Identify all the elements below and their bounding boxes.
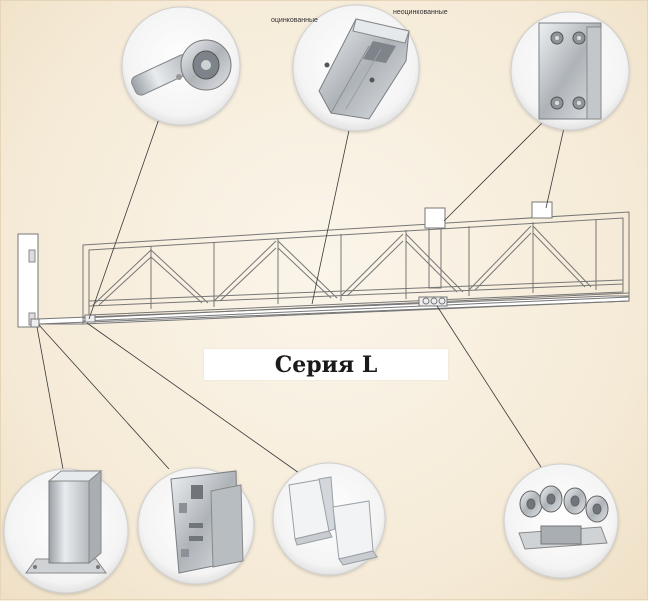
series-label-text: Серия L (274, 351, 378, 378)
galvanized-callout: оцинкованные (271, 17, 318, 24)
support-post-icon (3, 468, 129, 594)
guide-profile-icon (292, 4, 420, 132)
carriage-on-gate (418, 296, 448, 307)
left-post (17, 233, 39, 328)
gate-structure (17, 201, 630, 328)
non-galvanized-callout: неоцинкованные (393, 9, 448, 16)
series-label: Серия L (204, 349, 448, 380)
gate-frame (82, 211, 630, 322)
top-brackets (424, 201, 553, 289)
roller-carriage-icon (503, 463, 619, 579)
end-roller-icon (121, 6, 241, 126)
top-roller-bracket-icon (510, 11, 630, 131)
end-catcher-icon (137, 467, 255, 585)
leader-lines (36, 17, 567, 474)
bottom-catcher-icon (272, 462, 386, 576)
